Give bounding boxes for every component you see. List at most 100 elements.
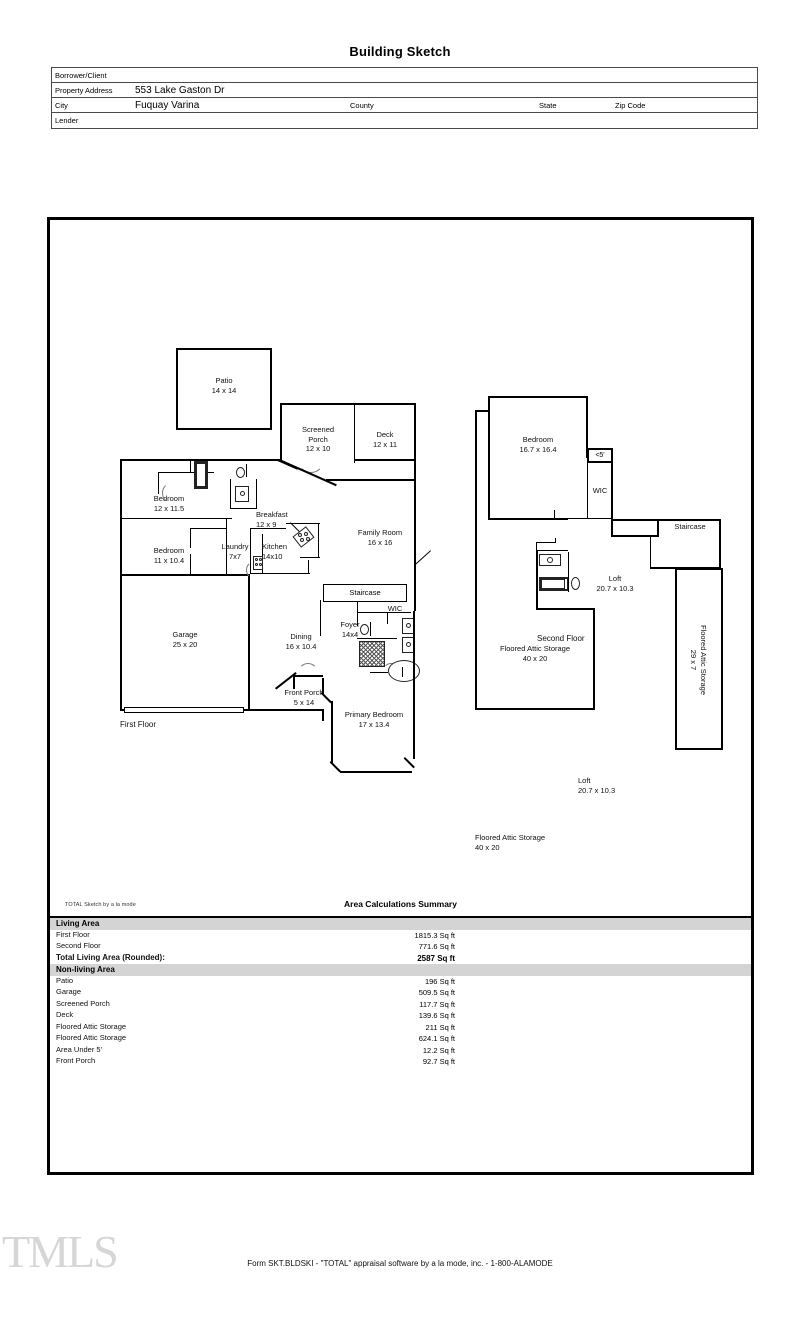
row-value: 771.6 Sq ft [418,942,455,951]
table-row-front-porch: Front Porch 92.7 Sq ft [50,1056,751,1068]
burner-1 [298,533,302,537]
toilet-icon-2f [571,577,580,590]
wall-ff-top-right [326,479,416,481]
wall-pb-right [413,611,415,759]
floor-plan-drawing: Patio 14 x 14 Screened Porch 12 x 10 Dec… [50,220,751,910]
table-row-floored-attic-storage-2: Floored Attic Storage 624.1 Sq ft [50,1033,751,1045]
room-label-deck: Deck 12 x 11 [372,430,398,449]
borrower-row: Borrower/Client [52,68,757,83]
under-5ft-box: <5' [587,448,613,463]
table-row-total-living-area: Total Living Area (Rounded): 2587 Sq ft [50,953,751,965]
wall-porch-deck-divider [354,405,355,463]
room-label-bedroom-upstairs: Bedroom 16.7 x 16.4 [519,435,557,454]
wall-2fbath-right [568,552,569,592]
wall-stair2-run [650,537,651,569]
wall-wic-top [357,612,411,613]
table-row-first-floor: First Floor 1815.3 Sq ft [50,930,751,942]
zip-code-label: Zip Code [615,101,646,110]
page-title: Building Sketch [349,44,451,59]
wall-deck-top [354,403,416,405]
wall-garage-top [120,574,250,576]
door-arc-bedroom1 [162,482,184,504]
room-label-garage: Garage 25 x 20 [172,630,198,649]
wall-2f-bed-top [488,396,588,398]
wall-family-bay [414,550,432,566]
wall-pb-left-upper [322,678,324,694]
table-row-floored-attic-storage-1: Floored Attic Storage 211 Sq ft [50,1022,751,1034]
wall-2f-hall-top [566,518,612,519]
row-label: Floored Attic Storage [56,1021,127,1031]
room-attic-29x7 [675,568,723,750]
city-county-state-zip-row: City Fuquay Varina County State Zip Code [52,98,757,113]
sketch-credit-text: TOTAL Sketch by a la mode [65,902,136,908]
wall-2f-bed-right-upper [586,396,588,458]
wall-closet-2c [190,554,191,574]
wall-attic-left [475,410,477,710]
row-value: 509.5 Sq ft [418,988,455,997]
wall-2f-hall-stub [554,510,555,519]
wall-kitchen-peninsula [308,560,309,574]
city-value[interactable]: Fuquay Varina [135,100,200,111]
wall-pb-left [331,701,333,763]
wall-kitchen-top [250,528,286,529]
range-burner-2 [259,558,262,561]
wall-2fbath-stub3 [555,538,556,543]
label-wic-second-floor: WIC [592,486,608,495]
table-row-second-floor: Second Floor 771.6 Sq ft [50,941,751,953]
wall-wic-divider [387,612,388,624]
wall-wic-2-right [611,463,613,519]
row-label: Area Under 5' [56,1044,103,1054]
property-info-table: Borrower/Client Property Address 553 Lak… [51,67,758,129]
state-label: State [539,101,557,110]
range-burner-1 [255,558,258,561]
wall-attic-bottom [475,708,595,710]
form-footer-text: Form SKT.BLDSKI - "TOTAL" appraisal soft… [247,1259,553,1268]
wall-kitchen-bottom [250,573,310,574]
row-value: 196 Sq ft [424,976,455,986]
wall-ff-left [120,459,122,711]
row-value: 211 Sq ft [425,1022,455,1032]
wall-deck-right [414,403,416,461]
row-label: Total Living Area (Rounded): [56,952,165,962]
burner-4 [306,537,310,541]
row-label: Screened Porch [56,998,110,1008]
room-label-floored-attic-40x20: Floored Attic Storage 40 x 20 [499,644,571,663]
door-arc-laundry [246,561,264,579]
range-icon [253,556,263,570]
label-wic-first-floor: WIC [387,604,403,613]
wall-island-right [318,523,319,557]
row-value: 139.6 Sq ft [418,1011,455,1020]
non-living-area-header: Non-living Area [50,964,751,976]
table-row-area-under-5: Area Under 5' 12.2 Sq ft [50,1045,751,1057]
room-label-laundry: Laundry 7x7 [221,542,249,561]
wall-bath1-bottom [158,472,214,473]
wall-island-bottom [300,557,320,558]
room-label-bedroom-2: Bedroom 11 x 10.4 [153,546,185,565]
room-label-dining: Dining 16 x 10.4 [285,632,317,651]
property-address-value[interactable]: 553 Lake Gaston Dr [135,85,225,96]
wall-attic-loft-div [536,608,594,610]
property-address-label: Property Address [55,86,113,95]
row-value: 1815.3 Sq ft [414,930,455,940]
vanity-bowl-1 [406,623,411,628]
wall-kitchen-left [250,528,251,574]
room-label-breakfast: Breakfast 12 x 9 [256,510,288,529]
wall-frontporch-right [322,709,324,721]
wall-stair2-right [719,519,721,569]
wall-breakfast-bottom [230,508,257,509]
wall-loft-left [536,550,538,610]
living-area-header: Living Area [50,918,751,930]
wall-ff-top-left [120,459,282,461]
second-floor-label: Second Floor [537,634,585,643]
wall-bath1-left [190,460,191,472]
county-label: County [350,101,374,110]
table-row-patio: Patio 196 Sq ft [50,976,751,988]
first-floor-label: First Floor [120,720,156,729]
sink-bowl-1 [240,491,245,496]
area-calculations-table: Living Area First Floor 1815.3 Sq ft Sec… [50,916,751,1068]
wall-breakfast-right [256,479,257,509]
wall-island-top [286,523,320,524]
wall-attic-right [593,608,595,710]
wall-2fbath-stub2 [536,542,556,543]
wall-closet-2b [190,528,226,529]
